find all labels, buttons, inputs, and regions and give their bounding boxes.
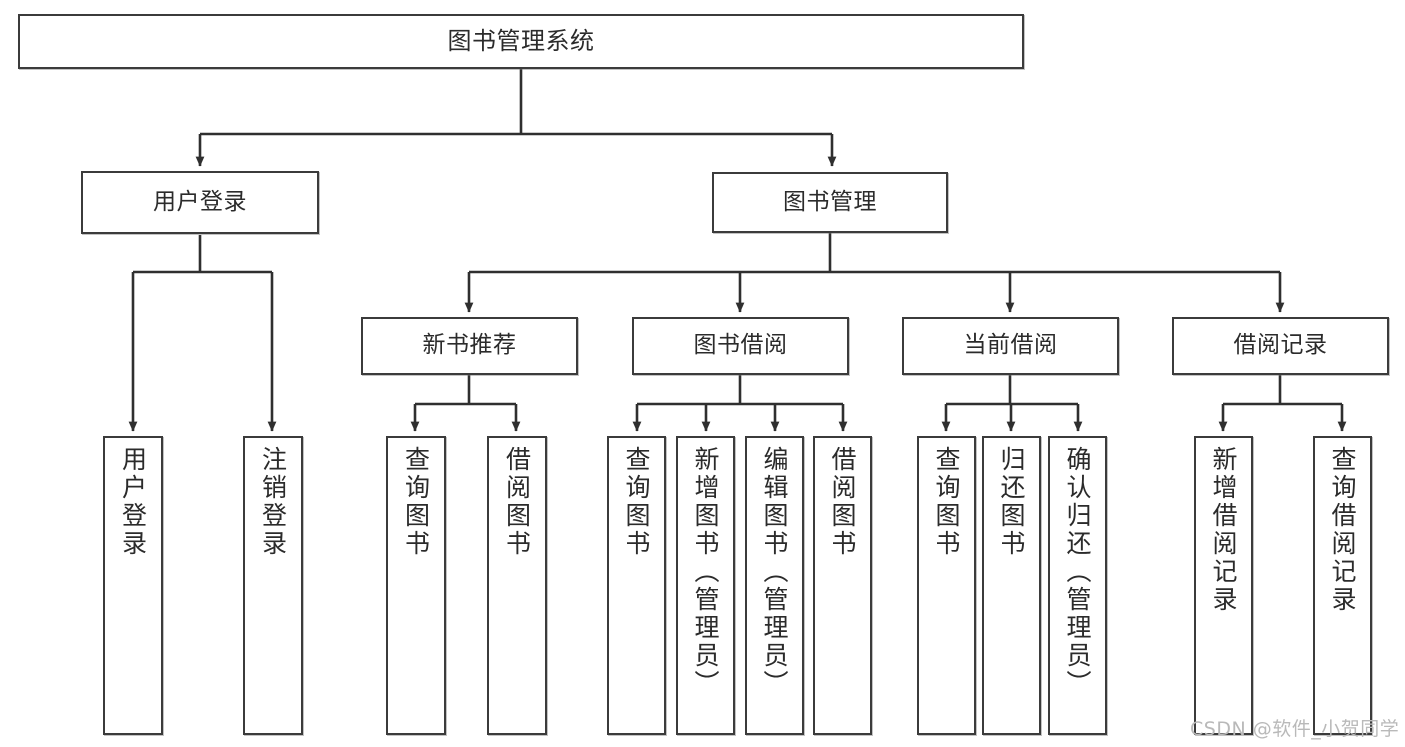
leaf-user-login-label: 用户登录 (118, 446, 148, 558)
leaf-bb-borrow-book-label: 借阅图书 (828, 446, 857, 558)
node-book-borrow[interactable]: 图书借阅 (632, 317, 849, 375)
leaf-bb-add-book-label: 新增图书（管理员） (691, 446, 720, 698)
leaf-nb-query-book[interactable]: 查询图书 (386, 436, 446, 735)
leaf-bb-edit-book-label: 编辑图书（管理员） (760, 446, 789, 698)
node-new-book-recommend[interactable]: 新书推荐 (361, 317, 578, 375)
node-user-login[interactable]: 用户登录 (81, 171, 319, 234)
leaf-logout-label: 注销登录 (258, 446, 288, 558)
node-book-borrow-label: 图书借阅 (693, 332, 788, 359)
watermark: CSDN @软件_小贺同学 (1190, 718, 1400, 740)
leaf-user-login[interactable]: 用户登录 (103, 436, 163, 735)
leaf-cb-confirm-return-label: 确认归还（管理员） (1063, 446, 1092, 698)
node-current-borrow-label: 当前借阅 (963, 332, 1058, 359)
leaf-nb-borrow-book-label: 借阅图书 (502, 446, 532, 558)
leaf-cb-return-book-label: 归还图书 (997, 446, 1026, 558)
node-book-management[interactable]: 图书管理 (712, 172, 948, 233)
leaf-logout[interactable]: 注销登录 (243, 436, 303, 735)
node-root[interactable]: 图书管理系统 (18, 14, 1024, 69)
leaf-bb-add-book[interactable]: 新增图书（管理员） (676, 436, 735, 735)
leaf-bb-edit-book[interactable]: 编辑图书（管理员） (745, 436, 804, 735)
leaf-bb-borrow-book[interactable]: 借阅图书 (813, 436, 872, 735)
leaf-br-query-record-label: 查询借阅记录 (1328, 446, 1357, 614)
leaf-cb-confirm-return[interactable]: 确认归还（管理员） (1048, 436, 1107, 735)
node-book-management-label: 图书管理 (783, 188, 877, 215)
leaf-br-add-record[interactable]: 新增借阅记录 (1194, 436, 1253, 735)
node-new-book-recommend-label: 新书推荐 (422, 332, 517, 359)
node-root-label: 图书管理系统 (447, 27, 595, 56)
node-current-borrow[interactable]: 当前借阅 (902, 317, 1119, 375)
leaf-nb-query-book-label: 查询图书 (401, 446, 431, 558)
leaf-cb-return-book[interactable]: 归还图书 (982, 436, 1041, 735)
leaf-bb-query-book-label: 查询图书 (622, 446, 651, 558)
node-user-login-label: 用户登录 (153, 188, 247, 215)
node-borrow-record[interactable]: 借阅记录 (1172, 317, 1389, 375)
node-borrow-record-label: 借阅记录 (1233, 332, 1328, 359)
leaf-bb-query-book[interactable]: 查询图书 (607, 436, 666, 735)
leaf-br-add-record-label: 新增借阅记录 (1209, 446, 1238, 614)
leaf-nb-borrow-book[interactable]: 借阅图书 (487, 436, 547, 735)
leaf-cb-query-book-label: 查询图书 (932, 446, 961, 558)
leaf-cb-query-book[interactable]: 查询图书 (917, 436, 976, 735)
leaf-br-query-record[interactable]: 查询借阅记录 (1313, 436, 1372, 735)
